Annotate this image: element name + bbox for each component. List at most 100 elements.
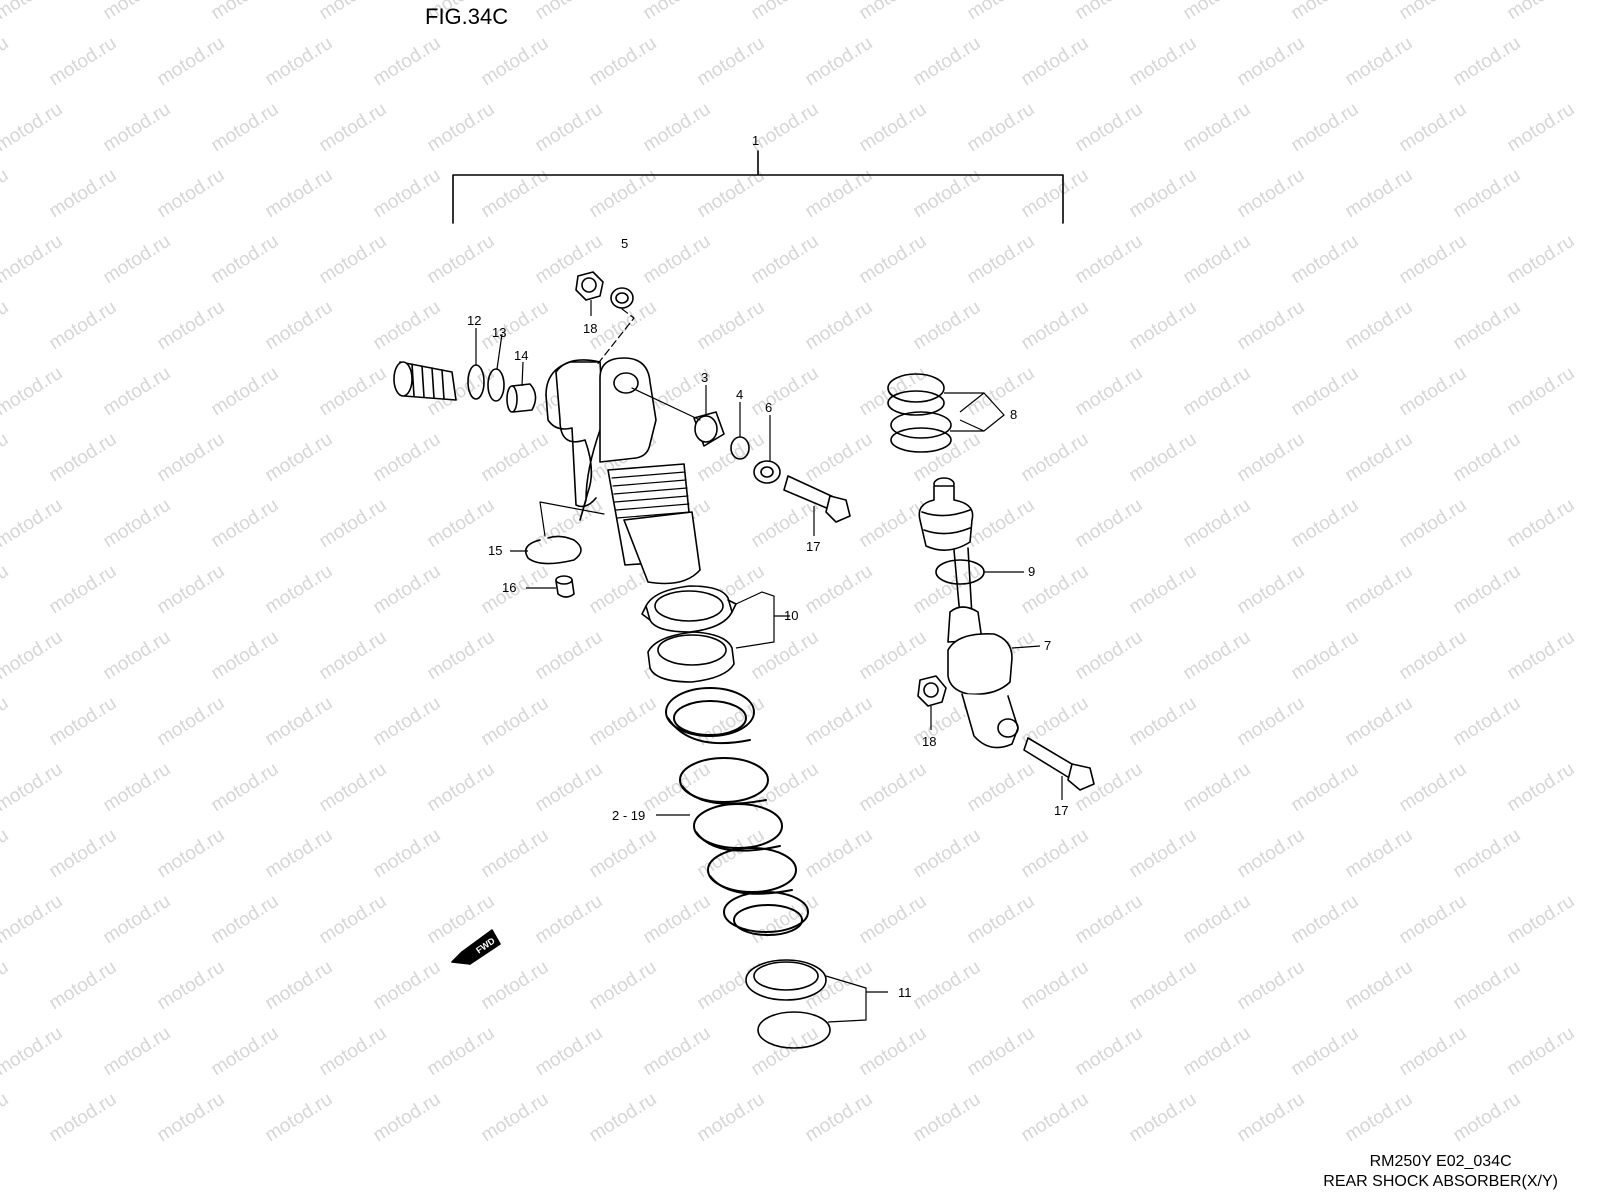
- watermark-text: motod.ru: [910, 297, 985, 355]
- watermark-text: motod.ru: [154, 297, 229, 355]
- watermark-text: motod.ru: [532, 891, 607, 949]
- watermark-text: motod.ru: [532, 1023, 607, 1081]
- watermark-text: motod.ru: [1018, 297, 1093, 355]
- watermark-text: motod.ru: [1288, 363, 1363, 421]
- watermark-text: motod.ru: [370, 957, 445, 1015]
- shock-body: [599, 357, 701, 585]
- watermark-text: motod.ru: [208, 1023, 283, 1081]
- watermark-text: motod.ru: [1018, 1089, 1093, 1147]
- part-8-bump-rings: [887, 373, 952, 453]
- watermark-text: motod.ru: [964, 1023, 1039, 1081]
- watermark-text: motod.ru: [370, 33, 445, 91]
- watermark-text: motod.ru: [262, 33, 337, 91]
- watermark-text: motod.ru: [0, 495, 66, 553]
- watermark-text: motod.ru: [208, 495, 283, 553]
- leader-15: [539, 501, 605, 537]
- watermark-text: motod.ru: [154, 1089, 229, 1147]
- watermark-text: motod.ru: [1288, 0, 1363, 24]
- watermark-text: motod.ru: [1072, 0, 1147, 24]
- watermark-text: motod.ru: [1504, 891, 1579, 949]
- watermark-text: motod.ru: [0, 759, 66, 817]
- bump-rubber: [918, 477, 974, 617]
- watermark-text: motod.ru: [1126, 1089, 1201, 1147]
- watermark-text: motod.ru: [100, 363, 175, 421]
- watermark-text: motod.ru: [910, 33, 985, 91]
- callout-8: 8: [1010, 407, 1017, 422]
- part-11-spring-guide: [745, 959, 827, 1001]
- watermark-text: motod.ru: [154, 561, 229, 619]
- figure-footer: RM250Y E02_034C REAR SHOCK ABSORBER(X/Y): [1323, 1152, 1558, 1192]
- watermark-text: motod.ru: [100, 99, 175, 157]
- leader-8: [944, 392, 1005, 432]
- callout-7: 7: [1044, 638, 1051, 653]
- watermark-text: motod.ru: [586, 825, 661, 883]
- watermark-text: motod.ru: [46, 1089, 121, 1147]
- watermark-text: motod.ru: [100, 891, 175, 949]
- callout-1: 1: [752, 133, 759, 148]
- watermark-text: motod.ru: [1504, 495, 1579, 553]
- watermark-text: motod.ru: [316, 0, 391, 24]
- watermark-text: motod.ru: [46, 429, 121, 487]
- watermark-text: motod.ru: [478, 1089, 553, 1147]
- watermark-text: motod.ru: [1342, 1089, 1417, 1147]
- watermark-text: motod.ru: [370, 165, 445, 223]
- watermark-text: motod.ru: [262, 957, 337, 1015]
- assembly-bracket: [452, 150, 1064, 224]
- watermark-text: motod.ru: [1396, 231, 1471, 289]
- watermark-text: motod.ru: [100, 1023, 175, 1081]
- watermark-text: motod.ru: [0, 33, 12, 91]
- watermark-text: motod.ru: [370, 1089, 445, 1147]
- watermark-text: motod.ru: [0, 363, 66, 421]
- watermark-text: motod.ru: [586, 1089, 661, 1147]
- leader-14: [521, 361, 524, 387]
- watermark-text: motod.ru: [1504, 99, 1579, 157]
- watermark-text: motod.ru: [424, 627, 499, 685]
- watermark-text: motod.ru: [1234, 825, 1309, 883]
- callout-6: 6: [765, 400, 772, 415]
- watermark-text: motod.ru: [802, 693, 877, 751]
- watermark-text: motod.ru: [802, 33, 877, 91]
- watermark-text: motod.ru: [262, 825, 337, 883]
- watermark-text: motod.ru: [0, 561, 12, 619]
- watermark-text: motod.ru: [1018, 825, 1093, 883]
- watermark-text: motod.ru: [640, 759, 715, 817]
- watermark-text: motod.ru: [1396, 0, 1471, 24]
- watermark-text: motod.ru: [316, 99, 391, 157]
- watermark-text: motod.ru: [532, 627, 607, 685]
- watermark-text: motod.ru: [748, 231, 823, 289]
- watermark-text: motod.ru: [0, 1089, 12, 1147]
- fwd-direction-arrow: [451, 929, 501, 965]
- watermark-text: motod.ru: [1450, 165, 1525, 223]
- part-5-washer: [610, 287, 634, 309]
- watermark-text: motod.ru: [262, 693, 337, 751]
- watermark-text: motod.ru: [0, 99, 66, 157]
- watermark-text: motod.ru: [1504, 627, 1579, 685]
- watermark-text: motod.ru: [1126, 33, 1201, 91]
- watermark-text: motod.ru: [694, 33, 769, 91]
- watermark-text: motod.ru: [316, 627, 391, 685]
- watermark-text: motod.ru: [1072, 231, 1147, 289]
- watermark-text: motod.ru: [1180, 99, 1255, 157]
- watermark-text: motod.ru: [154, 165, 229, 223]
- watermark-text: motod.ru: [208, 759, 283, 817]
- callout-12: 12: [467, 313, 481, 328]
- watermark-text: motod.ru: [1234, 297, 1309, 355]
- callout-5: 5: [621, 236, 628, 251]
- watermark-text: motod.ru: [46, 957, 121, 1015]
- watermark-text: motod.ru: [0, 231, 66, 289]
- watermark-text: motod.ru: [1180, 495, 1255, 553]
- leader-10: [735, 591, 790, 649]
- watermark-text: motod.ru: [0, 693, 12, 751]
- watermark-text: motod.ru: [694, 825, 769, 883]
- part-13-o-ring: [487, 368, 505, 402]
- watermark-text: motod.ru: [46, 165, 121, 223]
- leader-11: [825, 975, 888, 1023]
- part-16-cap: [555, 575, 575, 598]
- watermark-text: motod.ru: [1288, 627, 1363, 685]
- watermark-text: motod.ru: [262, 297, 337, 355]
- figure-code: RM250Y E02_034C: [1369, 1153, 1512, 1170]
- watermark-text: motod.ru: [316, 231, 391, 289]
- watermark-text: motod.ru: [478, 693, 553, 751]
- watermark-text: motod.ru: [262, 561, 337, 619]
- watermark-text: motod.ru: [586, 33, 661, 91]
